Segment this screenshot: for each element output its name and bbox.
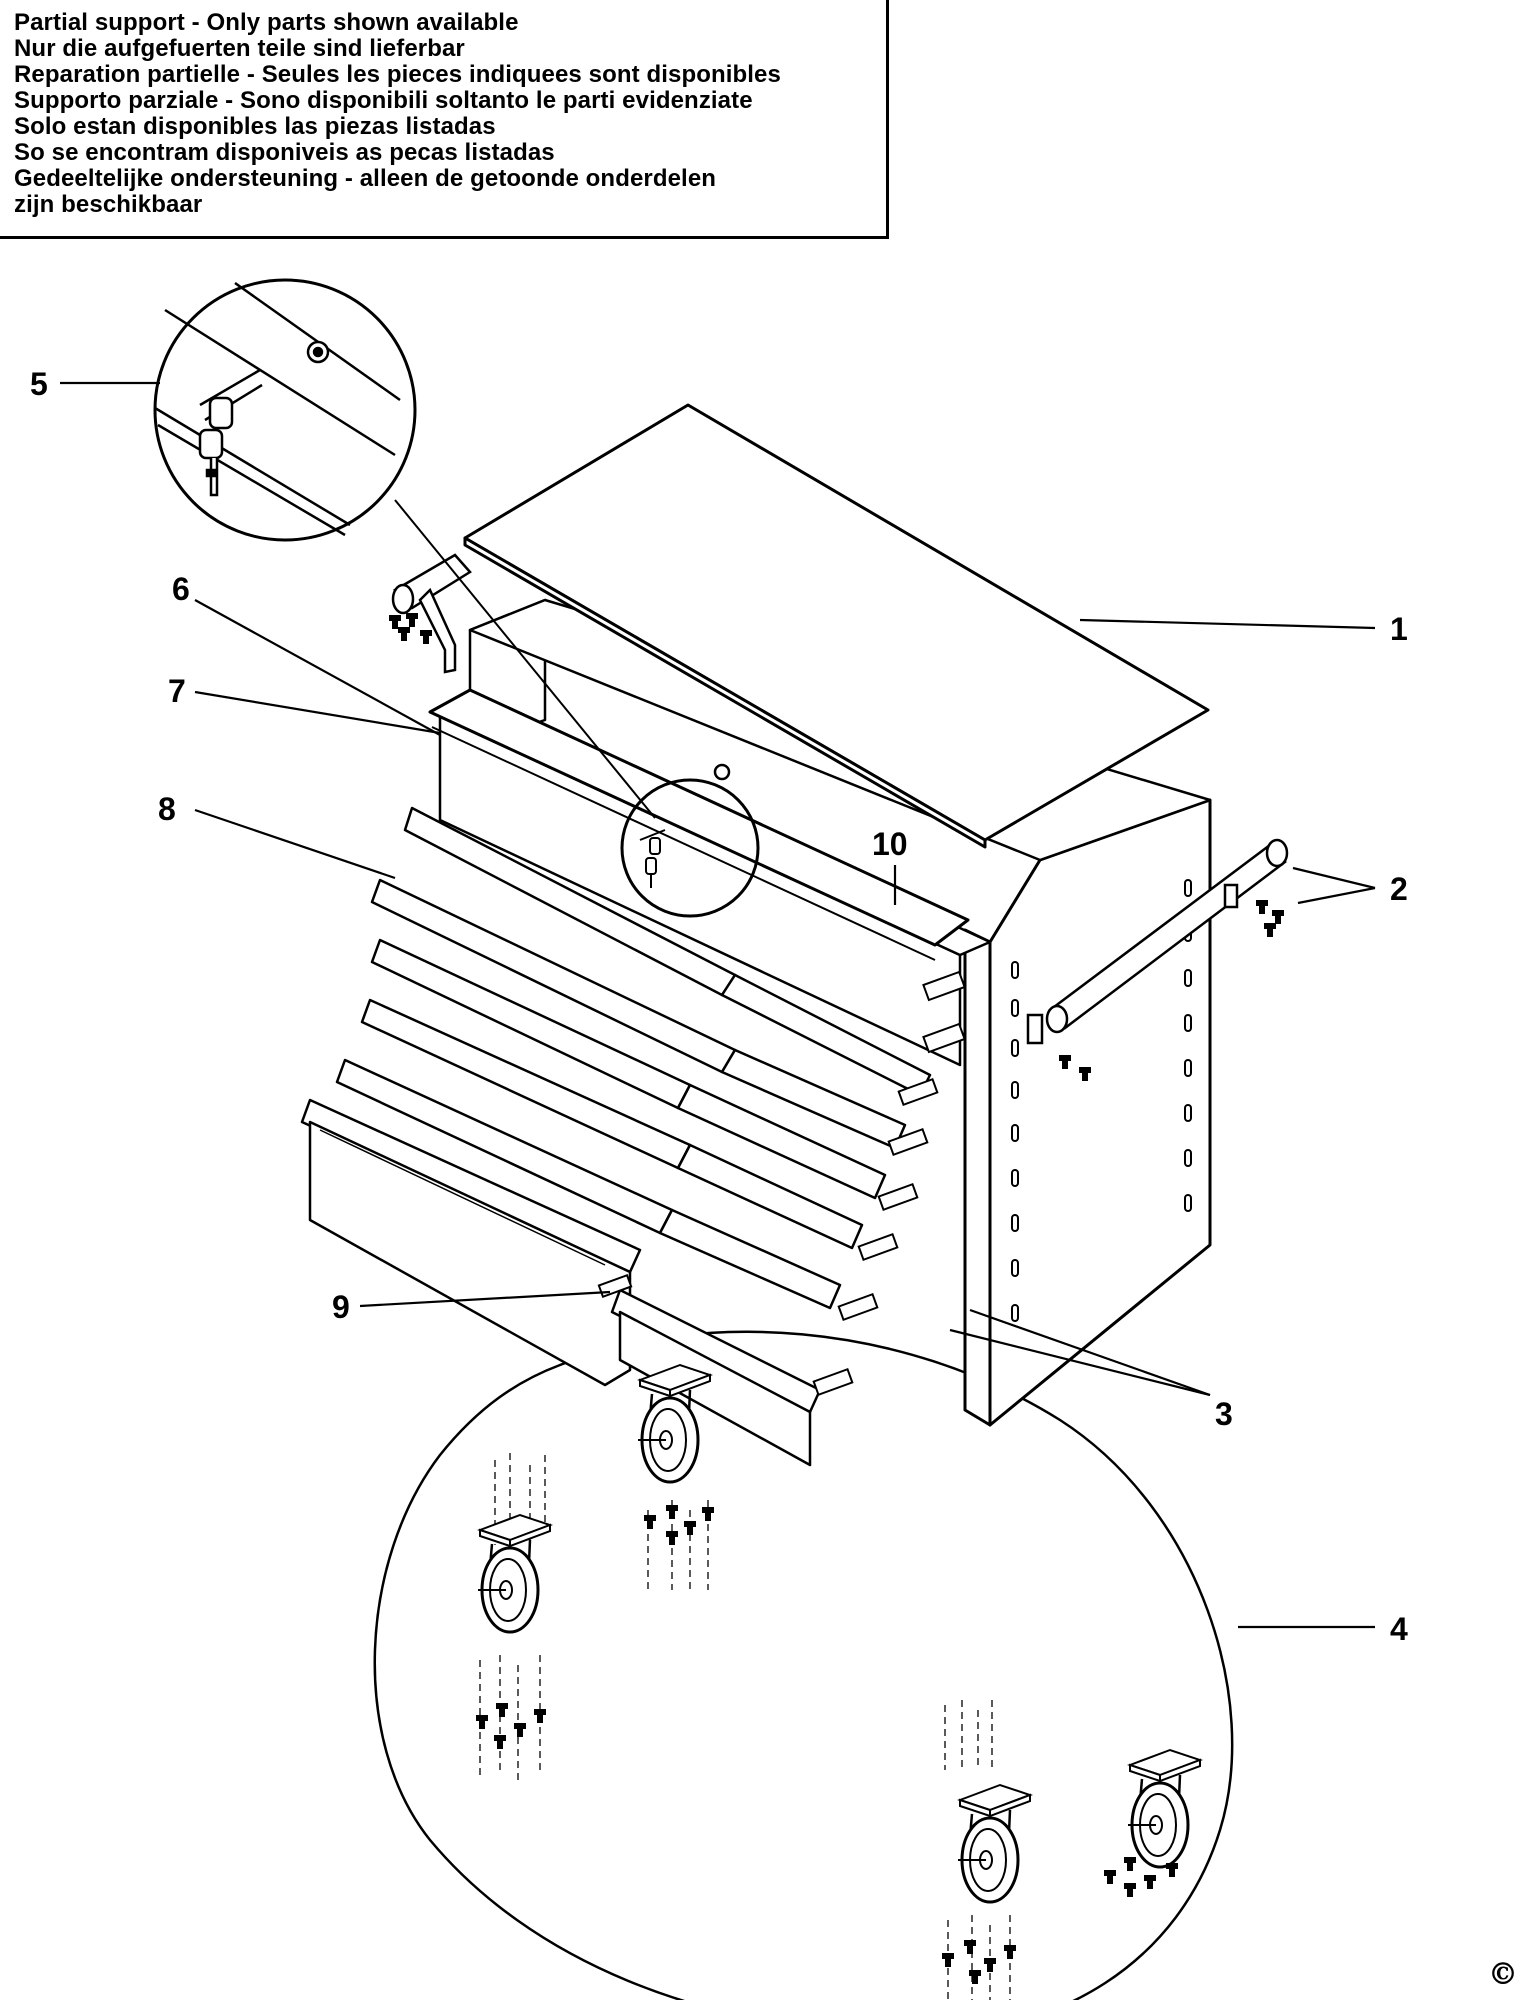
callout-6: 6: [172, 571, 190, 607]
callout-3: 3: [1215, 1396, 1233, 1432]
callout-4: 4: [1390, 1611, 1408, 1647]
castor-under-cabinet: [636, 1363, 712, 1484]
callout-9: 9: [332, 1289, 350, 1325]
notice-line-it: Supporto parziale - Sono disponibili sol…: [14, 87, 753, 114]
left-handle-bolts: [389, 613, 432, 644]
key-lock-icon: [198, 396, 234, 497]
side-panel-slots: [1011, 879, 1192, 1322]
notice-line-pt: So se encontram disponiveis as pecas lis…: [14, 139, 555, 166]
callout-numbers: 1 2 3 4 5 6 7 8 9 10: [30, 366, 1408, 1647]
leader-3: [969, 1308, 1211, 1397]
drawer-3: [370, 938, 887, 1200]
drawer-stack: [300, 806, 932, 1467]
leader-7: [194, 690, 441, 735]
leader-3b: [949, 1328, 1211, 1397]
top-drawer: [428, 688, 992, 1067]
partial-support-notice: Partial support - Only parts shown avail…: [0, 0, 889, 239]
castor-detail-4: [942, 1700, 1032, 2000]
notice-line-nl-2: zijn beschikbaar: [14, 191, 203, 218]
notice-line-en: Partial support - Only parts shown avail…: [14, 9, 519, 36]
copyright-symbol: ©: [1488, 1957, 1518, 1992]
notice-line-es: Solo estan disponibles las piezas listad…: [14, 113, 496, 140]
leader-6: [194, 599, 441, 736]
drawer-1: [403, 806, 932, 1097]
castor-detail-2: [644, 1500, 714, 1590]
magnifier-leader: [394, 499, 656, 819]
leader-lines: [60, 381, 1376, 1629]
drawer-slides: [597, 1077, 939, 1397]
leader-1: [1079, 618, 1376, 630]
castor-detail-1: [476, 1453, 552, 1780]
leader-2b: [1297, 886, 1376, 905]
callout-5: 5: [30, 366, 48, 402]
callout-2: 2: [1390, 871, 1408, 907]
notice-line-de: Nur die aufgefuerten teile sind lieferba…: [14, 35, 465, 62]
small-key-icon: [639, 829, 666, 888]
callout-10: 10: [872, 826, 908, 862]
top-drawer-slides: [922, 970, 966, 1054]
callout-7: 7: [168, 673, 186, 709]
lock-detail-circle: [620, 778, 760, 918]
leader-9: [359, 1290, 611, 1308]
drawer-4: [360, 998, 864, 1250]
notice-line-nl-1: Gedeeltelijke ondersteuning - alleen de …: [14, 165, 717, 192]
drawer-5: [335, 1058, 842, 1310]
right-handle: [1026, 838, 1289, 1045]
castor-detail-3: [1104, 1748, 1202, 1897]
leader-8: [194, 808, 396, 880]
callout-1: 1: [1390, 611, 1408, 647]
drawer-7-bottom: [610, 1288, 822, 1467]
drawer-6-bottom: [300, 1098, 642, 1387]
top-cover: [463, 403, 1210, 849]
callout-8: 8: [158, 791, 176, 827]
notice-line-fr: Reparation partielle - Seules les pieces…: [14, 61, 781, 88]
leader-2a: [1292, 866, 1376, 890]
left-handle: [391, 553, 472, 674]
